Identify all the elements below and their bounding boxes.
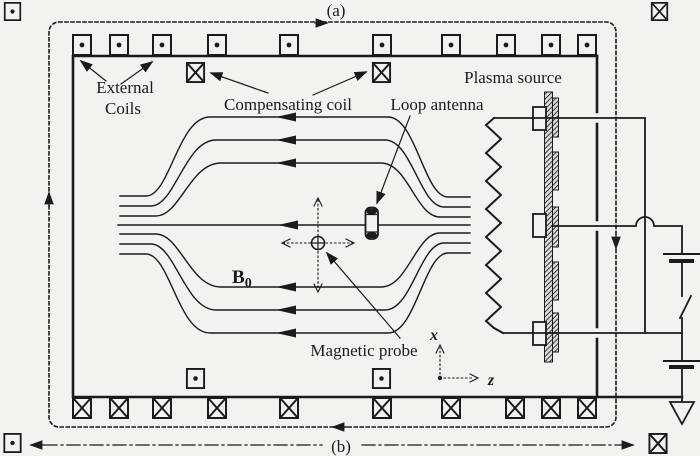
probe-down-arrow-icon <box>313 283 323 294</box>
external-coil-bottom-icon <box>109 397 129 419</box>
external-coil-top-icon <box>109 34 129 56</box>
anode-wire-with-hop <box>551 216 683 255</box>
antenna-top-cap <box>366 208 377 214</box>
plasma-source-label: Plasma source <box>464 68 562 87</box>
flux-loop-a <box>44 18 621 432</box>
z-axis-arrow-icon <box>469 373 480 383</box>
external-coil-bottom-icon <box>279 397 299 419</box>
x-axis-arrow-icon <box>435 343 445 354</box>
external-coil-top-icon <box>441 34 461 56</box>
battery-icon <box>663 360 700 369</box>
compensating-coil-leader-arrow-icon <box>312 71 368 96</box>
external-coils-leader-arrow-icon <box>79 59 107 82</box>
battery-icon <box>663 253 700 263</box>
compensating-coil-bottom-right-icon <box>371 368 392 389</box>
coordinate-axes: x z <box>429 327 495 389</box>
external-coil-top-icon <box>496 34 516 56</box>
filament-top-wire <box>493 117 646 334</box>
external-coils-label: External Coils <box>79 59 154 118</box>
loop-terminal-top-left-icon <box>3 2 22 21</box>
filament-zigzag-icon <box>484 116 505 335</box>
feedthrough-tab <box>532 213 547 238</box>
external-coil-bottom-icon <box>372 397 392 419</box>
external-coil-top-icon <box>72 34 92 56</box>
compensating-coil-leader-arrow-icon <box>209 72 269 94</box>
field-direction-arrowhead-icon <box>276 305 296 315</box>
compensating-coil-top-left-icon <box>185 62 206 83</box>
field-line <box>119 252 471 334</box>
loop-terminal-top-right-icon <box>650 2 669 21</box>
anode-segment <box>552 206 559 248</box>
switch-icon <box>678 294 693 320</box>
field-line <box>119 232 471 288</box>
anode-segment <box>552 151 559 191</box>
loop-antenna-label-text: Loop antenna <box>391 95 484 114</box>
field-direction-arrowhead-icon <box>276 328 296 338</box>
plasma-source-assembly <box>484 91 559 363</box>
compensating-coil-label-text: Compensating coil <box>224 95 352 114</box>
loop-antenna-label: Loop antenna <box>376 95 484 205</box>
external-coil-bottom-icon <box>577 397 597 419</box>
field-direction-arrowhead-icon <box>278 220 298 230</box>
loop-antenna-leader-arrow-icon <box>376 115 411 205</box>
external-coils-label-line1: External <box>96 78 154 97</box>
anode-segment <box>552 261 559 301</box>
external-coil-top-icon <box>577 34 597 56</box>
external-coil-top-icon <box>207 34 227 56</box>
external-coil-bottom-icon <box>541 397 561 419</box>
field-line <box>119 162 471 218</box>
field-direction-arrowhead-icon <box>276 158 296 168</box>
external-coil-bottom-icon <box>72 397 92 419</box>
antenna-body <box>364 206 379 240</box>
b0-subscript: 0 <box>245 276 252 291</box>
probe-up-arrow-icon <box>313 196 323 207</box>
loop-terminals <box>3 2 669 454</box>
compensating-coil-bottom-left-icon <box>185 368 206 389</box>
compensating-coil-label: Compensating coil <box>209 71 368 114</box>
external-coil-bottom-icon <box>505 397 525 419</box>
b0-main: B <box>232 267 245 288</box>
external-coil-top-icon <box>279 34 299 56</box>
magnetic-probe-symbol <box>280 196 356 294</box>
field-line <box>119 139 471 208</box>
external-coil-bottom-icon <box>207 397 227 419</box>
field-lines <box>117 112 471 338</box>
compensating-coil-top-right-icon <box>371 62 392 83</box>
ground-icon <box>668 401 696 426</box>
annotations: (a) (b) External Coils Compensating coil… <box>79 1 562 456</box>
field-direction-arrowhead-icon <box>276 112 296 122</box>
magnetic-probe-label: Magnetic probe <box>310 251 418 360</box>
external-coil-bottom-icon <box>441 397 461 419</box>
discharge-circuit <box>493 117 700 426</box>
loop-antenna-symbol <box>364 206 379 240</box>
magnetic-probe-label-text: Magnetic probe <box>310 341 417 360</box>
panel-b-label: (b) <box>331 437 351 456</box>
probe-left-arrow-icon <box>280 238 291 248</box>
antenna-cap-lines <box>365 213 379 233</box>
probe-right-arrow-icon <box>345 238 356 248</box>
magnetic-probe-leader-arrow-icon <box>325 251 401 339</box>
external-coils-leader-arrow-icon <box>120 60 154 85</box>
external-coil-top-icon <box>372 34 392 56</box>
loop-terminal-bottom-left-icon <box>3 433 22 453</box>
axes-origin-dot <box>437 375 443 381</box>
x-axis-label: x <box>429 327 438 344</box>
field-direction-arrowhead-icon <box>276 135 296 145</box>
external-coil-top-row <box>72 34 597 56</box>
external-coil-bottom-row <box>72 397 597 419</box>
panel-a-label: (a) <box>327 1 346 20</box>
field-line <box>119 116 471 198</box>
antenna-bottom-cap <box>366 232 377 238</box>
loop-terminal-bottom-right-icon <box>648 433 668 454</box>
field-line <box>119 242 471 311</box>
field-direction-arrowhead-icon <box>276 282 296 292</box>
b0-field-label: B0 <box>232 267 252 291</box>
probe-cross-icon <box>310 235 326 251</box>
external-coils-label-line2: Coils <box>105 99 141 118</box>
external-coil-bottom-icon <box>152 397 172 419</box>
z-axis-label: z <box>487 372 495 389</box>
external-coil-top-icon <box>152 34 172 56</box>
external-coil-top-icon <box>541 34 561 56</box>
